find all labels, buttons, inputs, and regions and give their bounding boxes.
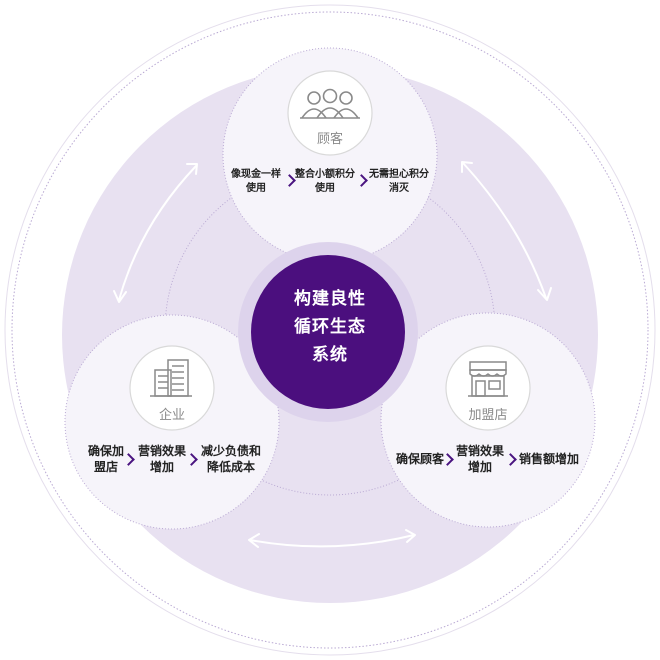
step-line: 增加 bbox=[467, 460, 492, 474]
customer-label: 顾客 bbox=[316, 131, 343, 146]
arrow-customer-enterprise bbox=[118, 165, 197, 301]
step-line: 营销效果 bbox=[455, 444, 504, 458]
enterprise-label: 企业 bbox=[158, 407, 185, 422]
enterprise-icon-ring bbox=[129, 345, 215, 431]
enterprise-step-1: 确保加 盟店 bbox=[84, 443, 128, 475]
franchise-icon-ring bbox=[445, 345, 531, 431]
step-line: 增加 bbox=[149, 460, 174, 474]
step-line: 整合小额积分 bbox=[295, 169, 355, 180]
step-line: 消灭 bbox=[389, 183, 409, 194]
customer-step-1: 像现金一样 使用 bbox=[229, 168, 283, 196]
outer-ring-dotted bbox=[11, 11, 649, 649]
step-line: 使用 bbox=[315, 183, 335, 194]
franchise-step-1: 确保顾客 bbox=[394, 451, 446, 467]
step-line: 像现金一样 bbox=[231, 169, 281, 180]
step-line: 降低成本 bbox=[206, 460, 255, 474]
customer-step-3: 无需担心积分 消灭 bbox=[367, 168, 431, 196]
step-line: 销售额增加 bbox=[518, 452, 579, 466]
office-buildings-icon bbox=[150, 359, 192, 397]
center-title: 构建良性 循环生态 系统 bbox=[255, 285, 405, 369]
center-core bbox=[251, 255, 405, 409]
outer-ring bbox=[4, 4, 656, 656]
franchise-step-3: 销售额增加 bbox=[517, 451, 581, 467]
center-title-line: 循环生态 bbox=[294, 317, 366, 336]
arrow-customer-franchise bbox=[462, 162, 547, 299]
franchise-step-2: 营销效果 增加 bbox=[454, 443, 506, 475]
center-title-line: 系统 bbox=[312, 345, 348, 364]
step-line: 使用 bbox=[246, 183, 266, 194]
cycle-arrows bbox=[113, 161, 552, 548]
franchise-label: 加盟店 bbox=[468, 407, 508, 422]
step-line: 确保加 bbox=[87, 444, 124, 458]
people-group-icon bbox=[300, 88, 360, 119]
customer-step-2: 整合小额积分 使用 bbox=[294, 168, 356, 196]
enterprise-step-3: 减少负债和 降低成本 bbox=[198, 443, 264, 475]
step-line: 盟店 bbox=[93, 460, 118, 474]
arrow-enterprise-franchise bbox=[249, 534, 415, 548]
step-line: 确保顾客 bbox=[395, 452, 444, 466]
customer-icon-ring bbox=[287, 70, 373, 156]
enterprise-step-2: 营销效果 增加 bbox=[136, 443, 188, 475]
step-line: 营销效果 bbox=[137, 444, 186, 458]
step-line: 减少负债和 bbox=[200, 444, 261, 458]
center-title-line: 构建良性 bbox=[294, 289, 366, 308]
step-line: 无需担心积分 bbox=[369, 169, 429, 180]
storefront-icon bbox=[468, 361, 508, 397]
